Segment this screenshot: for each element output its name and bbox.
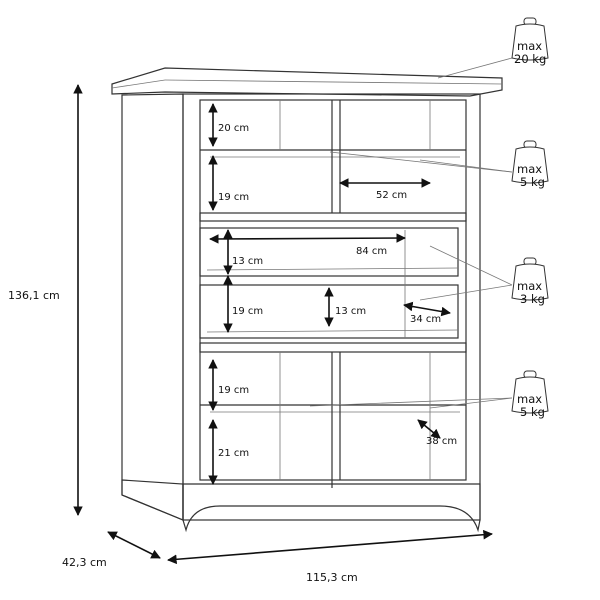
- cabinet: [111, 67, 503, 533]
- weight-max-text: max: [517, 392, 542, 406]
- drawer-width-label: 84 cm: [356, 246, 387, 257]
- drawer1-height-label: 13 cm: [232, 256, 263, 267]
- lower-shelf-label: 19 cm: [218, 385, 249, 396]
- weight-load-text: 5 kg: [520, 405, 545, 419]
- height-label: 136,1 cm: [8, 289, 60, 302]
- weight-limit-3: max 5 kg: [511, 370, 549, 419]
- leader-lines: [309, 57, 513, 409]
- drawer2-inner-label: 13 cm: [335, 306, 366, 317]
- width-label: 115,3 cm: [306, 571, 358, 584]
- drawer-depth-label: 34 cm: [410, 314, 441, 325]
- bottom-shelf-label: 21 cm: [218, 448, 249, 459]
- weight-limit-0: max 20 kg: [511, 17, 549, 66]
- shelf-depth-label: 52 cm: [376, 190, 407, 201]
- weight-load-text: 20 kg: [514, 52, 546, 66]
- depth-label: 42,3 cm: [62, 556, 107, 569]
- dimension-labels: 136,1 cm 42,3 cm 115,3 cm 20 cm 19 cm 52…: [8, 123, 457, 584]
- weight-max-text: max: [517, 279, 542, 293]
- second-shelf-label: 19 cm: [218, 192, 249, 203]
- weight-max-text: max: [517, 162, 542, 176]
- weight-limit-1: max 5 kg: [511, 140, 549, 189]
- weight-max-text: max: [517, 39, 542, 53]
- weight-load-text: 3 kg: [520, 292, 545, 306]
- bottom-depth-label: 38 cm: [426, 436, 457, 447]
- drawer2-outer-label: 19 cm: [232, 306, 263, 317]
- weight-load-text: 5 kg: [520, 175, 545, 189]
- top-shelf-label: 20 cm: [218, 123, 249, 134]
- weight-limit-2: max 3 kg: [511, 257, 549, 306]
- dimension-lines: [73, 84, 493, 565]
